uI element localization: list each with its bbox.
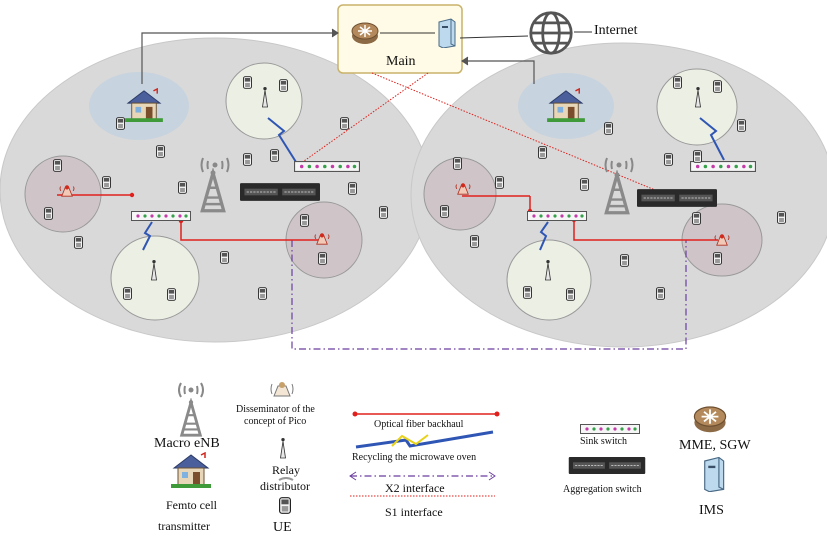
sink-switch-left-2	[293, 161, 361, 172]
internet-globe-icon	[529, 11, 573, 55]
legend-x2-label: X2 interface	[385, 481, 445, 495]
femto-link-right	[462, 60, 535, 84]
sink-switch-right-1	[526, 211, 588, 221]
legend-ims-server-icon	[704, 456, 725, 492]
legend-microwave-label: Recycling the microwave oven	[352, 452, 477, 463]
main-core-box	[337, 4, 463, 74]
legend-sink-label: Sink switch	[580, 436, 627, 447]
legend-mme-router-icon	[693, 406, 727, 434]
legend-fiber-label: Optical fiber backhaul	[374, 419, 464, 430]
main-label: Main	[386, 54, 416, 69]
microwave-top-left	[267, 117, 297, 163]
legend-macro-tower-icon	[179, 398, 203, 437]
microwave-bottom-right	[539, 221, 549, 251]
legend-mme-label: MME, SGW	[679, 438, 751, 453]
arrowhead-left	[331, 28, 339, 38]
s1-link-right	[371, 72, 656, 191]
legend-aggregation-label: Aggregation switch	[563, 484, 642, 495]
legend-sink-switch-icon	[579, 424, 641, 434]
legend-relay-label-2: distributor	[260, 479, 310, 493]
legend-pico-label-2: concept of Pico	[244, 416, 307, 427]
legend-s1-label: S1 interface	[385, 505, 443, 519]
legend-femto-label-1: Femto cell	[166, 498, 217, 512]
legend-ims-label: IMS	[699, 503, 724, 518]
legend-macro-label: Macro eNB	[154, 436, 220, 451]
legend-microwave-line	[355, 430, 494, 449]
arrowhead-right	[461, 56, 469, 66]
microwave-top-right	[699, 117, 725, 161]
legend-femto-label-2: transmitter	[158, 519, 210, 533]
legend-pico-label-1: Disseminator of the	[236, 404, 315, 415]
internet-label: Internet	[594, 23, 638, 38]
sink-switch-right-2	[689, 161, 757, 172]
aggregation-switch-left	[240, 182, 320, 202]
sink-switch-left-1	[130, 211, 192, 221]
fiber-left-bottom	[180, 221, 320, 241]
legend-relay-label-1: Relay	[272, 463, 300, 477]
legend-ue-phone-icon	[279, 497, 291, 514]
x2-interface-link	[291, 240, 687, 350]
legend-pico-icon	[270, 382, 294, 397]
internet-link	[459, 35, 529, 39]
legend-macro-signal-icon	[178, 382, 204, 398]
legend-aggregation-switch-icon	[568, 457, 646, 474]
legend-femto-house-icon	[170, 452, 212, 488]
femto-link-left	[141, 32, 338, 84]
main-router-icon	[351, 22, 379, 45]
aggregation-switch-right	[637, 188, 717, 208]
legend-ue-label: UE	[273, 520, 292, 535]
main-server-icon	[438, 18, 456, 48]
fiber-right-bottom	[573, 220, 718, 241]
legend-relay-antenna-icon	[280, 437, 286, 459]
microwave-bottom-left	[142, 221, 153, 251]
